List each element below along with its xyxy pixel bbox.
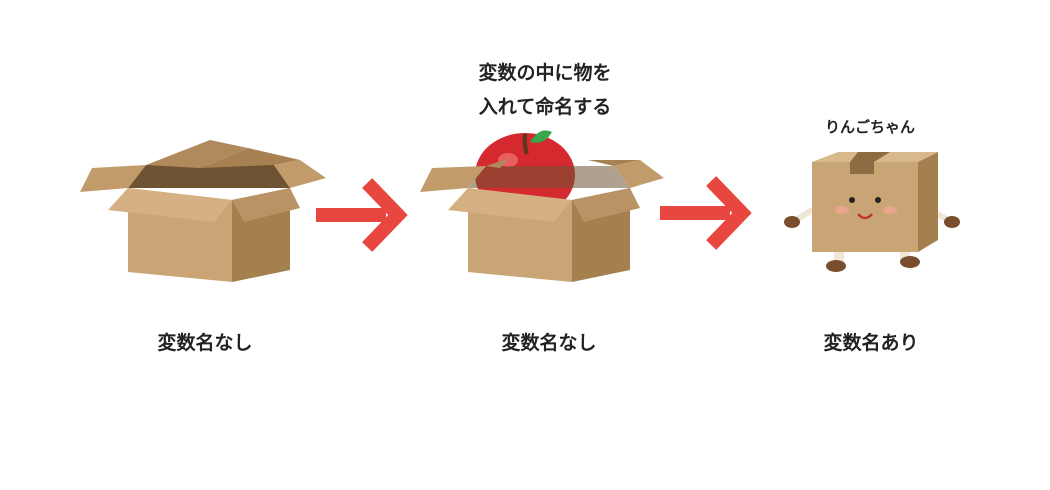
note-line: 変数の中に物を: [478, 62, 612, 84]
empty-box-icon: [80, 140, 326, 282]
box-mascot-icon: [784, 152, 960, 272]
arrow-right-icon: [660, 176, 752, 250]
mascot-name-label: りんごちゃん: [824, 118, 915, 136]
apple-in-box-icon: [420, 130, 664, 282]
note-line: 入れて命名する: [478, 96, 612, 118]
step-caption: 変数名なし: [157, 332, 253, 354]
arrow-right-icon: [316, 178, 408, 252]
step-caption: 変数名あり: [823, 332, 919, 354]
step-caption: 変数名なし: [501, 332, 597, 354]
